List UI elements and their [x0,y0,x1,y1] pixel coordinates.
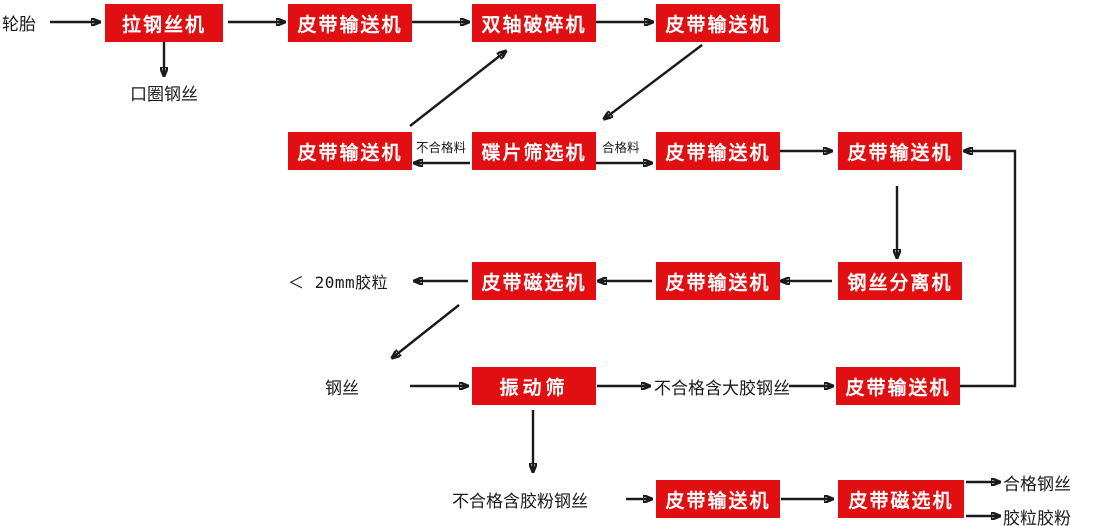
node-conv2-label: 皮带输送机 [665,13,771,36]
node-vibscreen-label: 振动筛 [499,376,569,399]
edge-conv2-to-discsieve [604,44,703,119]
node-wiredraw-label: 拉钢丝机 [121,13,206,36]
edge-label-reject-text: 不合格料 [416,139,467,155]
node-twinshaft-label: 双轴破碎机 [481,13,587,36]
node-rubpowder: 胶粒胶粉 [1003,504,1095,526]
node-badpowder-label: 不合格含胶粉钢丝 [452,491,588,512]
node-wiresep[interactable]: 钢丝分离机 [838,262,962,300]
node-conv7[interactable]: 皮带输送机 [836,367,960,405]
node-conv6-label: 皮带输送机 [665,271,771,294]
edge-label-accept: 合格料 [602,137,656,155]
node-beadwire-label: 口圈钢丝 [130,84,198,105]
node-rubber20-label: ＜ 20mm胶粒 [288,273,389,292]
node-steelwire: 钢丝 [325,374,381,399]
node-vibscreen[interactable]: 振动筛 [472,367,596,405]
node-goodwire-label: 合格钢丝 [1003,474,1071,495]
node-tire-label: 轮胎 [2,14,36,35]
node-goodwire: 合格钢丝 [1003,470,1095,495]
node-wiresep-label: 钢丝分离机 [847,271,953,294]
node-conv4-label: 皮带输送机 [665,141,771,164]
node-conv7-label: 皮带输送机 [845,376,951,399]
node-conv1-label: 皮带输送机 [297,13,403,36]
node-badbigrub-label: 不合格含大胶钢丝 [654,378,790,399]
node-conv5[interactable]: 皮带输送机 [838,132,962,170]
node-discsieve[interactable]: 碟片筛选机 [472,132,596,170]
node-magconv1[interactable]: 皮带磁选机 [472,262,596,300]
node-steelwire-label: 钢丝 [325,378,359,399]
node-twinshaft[interactable]: 双轴破碎机 [472,4,596,42]
node-magconv2[interactable]: 皮带磁选机 [838,480,964,518]
node-conv3-label: 皮带输送机 [297,141,403,164]
edge-conv7-feedback-to-conv5 [958,151,1017,388]
node-conv3[interactable]: 皮带输送机 [288,132,412,170]
edge-label-accept-text: 合格料 [602,139,640,155]
node-conv6[interactable]: 皮带输送机 [656,262,780,300]
node-conv2[interactable]: 皮带输送机 [656,4,780,42]
node-rubber20: ＜ 20mm胶粒 [288,269,410,293]
node-magconv2-label: 皮带磁选机 [848,489,954,512]
node-conv4[interactable]: 皮带输送机 [656,132,780,170]
node-rubpowder-label: 胶粒胶粉 [1003,508,1071,526]
node-wiredraw[interactable]: 拉钢丝机 [105,4,223,42]
edge-conv3-to-twinshaft [409,51,506,127]
node-conv1[interactable]: 皮带输送机 [288,4,412,42]
node-conv5-label: 皮带输送机 [847,141,953,164]
node-badbigrub: 不合格含大胶钢丝 [654,374,790,399]
node-conv8-label: 皮带输送机 [665,489,771,512]
node-magconv1-label: 皮带磁选机 [481,271,587,294]
edge-label-reject: 不合格料 [416,137,482,155]
node-conv8[interactable]: 皮带输送机 [656,480,780,518]
node-badpowder: 不合格含胶粉钢丝 [452,487,624,512]
edge-magconv1-to-steelwire [392,304,460,358]
node-discsieve-label: 碟片筛选机 [481,141,587,164]
node-beadwire: 口圈钢丝 [114,80,214,105]
node-tire: 轮胎 [2,10,48,35]
